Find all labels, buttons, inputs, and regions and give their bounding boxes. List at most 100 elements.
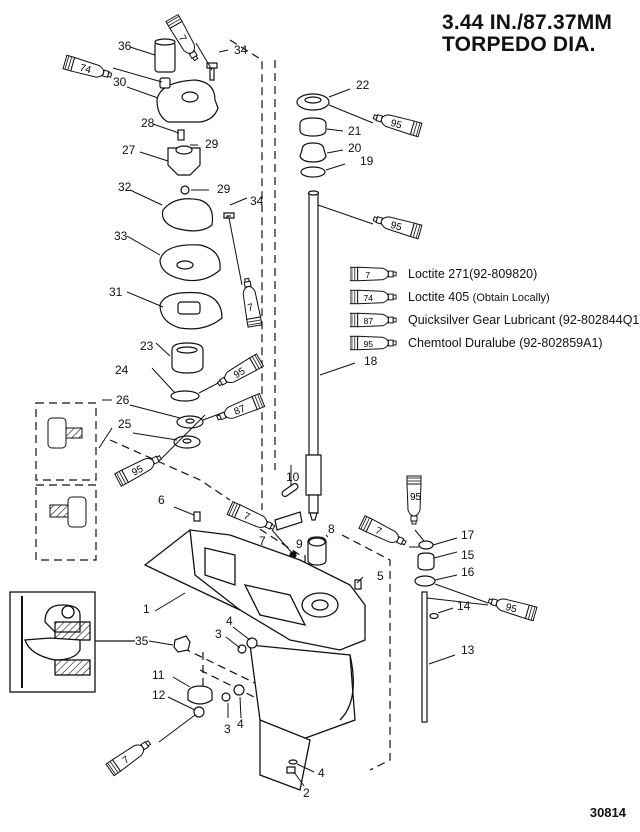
svg-text:95: 95	[504, 602, 518, 616]
svg-text:87: 87	[233, 403, 248, 418]
gear-housing	[143, 529, 366, 791]
callout-13: 13	[461, 643, 475, 657]
callout-20: 20	[348, 141, 362, 155]
part-15-bushing	[417, 552, 435, 571]
tube-74: 74	[62, 54, 114, 83]
part-16-oring	[414, 575, 436, 587]
part-6-pin	[193, 511, 201, 522]
svg-text:95: 95	[130, 464, 145, 479]
callout-4: 4	[237, 717, 244, 731]
skeg	[259, 719, 311, 791]
anode-detail-inset	[9, 591, 135, 693]
part-4b-washer	[233, 684, 245, 696]
part-29-washer	[180, 185, 190, 195]
callout-31: 31	[109, 285, 123, 299]
callout-labels: 36 34 30 28 29 27 29 3 2 34 33 31 23 24 2…	[109, 39, 475, 800]
part-12-nut	[193, 706, 205, 718]
svg-text:7: 7	[242, 511, 252, 523]
figure-reference-number: 30814	[589, 805, 626, 820]
svg-text:95: 95	[389, 118, 403, 132]
svg-text:74: 74	[78, 63, 92, 77]
callout-34: 34	[234, 43, 248, 57]
svg-text:7: 7	[247, 302, 255, 314]
callout-10: 10	[286, 470, 300, 484]
part-3a-screw	[237, 644, 247, 654]
legend-name: Loctite 405	[408, 289, 470, 304]
callout-5: 5	[377, 569, 384, 583]
applicator-lines	[112, 42, 489, 743]
svg-text:7: 7	[373, 525, 383, 538]
tube-7: 7	[226, 501, 278, 535]
callout-25: 25	[118, 417, 132, 431]
tube-87: 87	[214, 393, 266, 425]
part-28-key	[177, 129, 185, 141]
tube-95: 95	[371, 211, 423, 240]
callout-33: 33	[114, 229, 128, 243]
callout-22: 22	[356, 78, 370, 92]
callout-36: 36	[118, 39, 132, 53]
callout-3: 3	[224, 722, 231, 736]
lower-small-parts	[173, 635, 298, 774]
callout-27: 27	[122, 143, 136, 157]
seal-assembly	[170, 342, 204, 449]
callout-14: 14	[457, 599, 471, 613]
callout-17: 17	[461, 528, 475, 542]
svg-text:95: 95	[232, 366, 248, 381]
callout-26: 26	[116, 393, 130, 407]
legend-detail: (92-802844Q1)	[558, 312, 640, 327]
part-32-gasket	[161, 198, 214, 232]
callout-1: 1	[143, 602, 150, 616]
callout-7: 7	[259, 534, 266, 548]
callout-11: 11	[152, 668, 165, 682]
tube-7: 7	[239, 277, 263, 328]
legend-detail: (92-809820)	[469, 266, 538, 281]
tube-95: 95	[486, 593, 538, 622]
title-line-2: TORPEDO DIA.	[442, 33, 596, 56]
part-20-bearing	[299, 142, 327, 163]
callout-28: 28	[141, 116, 155, 130]
callout-19: 19	[360, 154, 374, 168]
part-2-screw	[286, 766, 296, 774]
part-13-stud	[421, 591, 428, 723]
part-4c-washer	[288, 759, 298, 765]
callout-4: 4	[226, 614, 233, 628]
callout-29: 29	[217, 182, 231, 196]
svg-text:74: 74	[363, 292, 373, 302]
tube-icon: 7	[350, 266, 397, 281]
tube-icon: 74	[350, 289, 397, 304]
callout-34: 34	[250, 194, 264, 208]
callout-4: 4	[318, 766, 325, 780]
callout-24: 24	[115, 363, 129, 377]
svg-text:87: 87	[363, 315, 373, 325]
part-34b-screw	[223, 212, 235, 219]
callout-2: 2	[303, 786, 310, 800]
tube-icon: 87	[350, 312, 397, 327]
svg-text:7: 7	[365, 269, 370, 279]
legend-name: Loctite 271	[408, 266, 470, 281]
callout-21: 21	[348, 124, 362, 138]
legend-name: Quicksilver Gear Lubricant	[408, 312, 556, 327]
callout-23: 23	[140, 339, 154, 353]
water-pump-assembly	[154, 38, 243, 330]
tube-7: 7	[358, 515, 409, 550]
svg-text:95: 95	[363, 338, 373, 348]
mid-small-parts	[193, 482, 362, 590]
part-14-washer	[429, 612, 439, 620]
callout-29: 29	[205, 137, 219, 151]
tube-95: 95	[214, 353, 264, 391]
callout-leaders	[98, 46, 458, 787]
part-4a-washer	[246, 637, 258, 649]
svg-text:95: 95	[410, 492, 422, 503]
lubricant-legend: 7 Loctite 271(92-809820) 74 Loctite 405 …	[350, 262, 640, 354]
legend-detail: (92-802859A1)	[519, 335, 603, 350]
tube-95: 95	[371, 109, 423, 138]
callout-16: 16	[461, 565, 475, 579]
legend-note: (Obtain Locally)	[472, 291, 550, 304]
tube-7: 7	[105, 736, 154, 777]
callout-12: 12	[152, 688, 166, 702]
seal-detail-insets	[47, 417, 87, 528]
part-27-impeller	[167, 147, 201, 176]
legend-item: 95 Chemtool Duralube (92-802859A1)	[350, 331, 640, 354]
callout-30: 30	[113, 75, 127, 89]
